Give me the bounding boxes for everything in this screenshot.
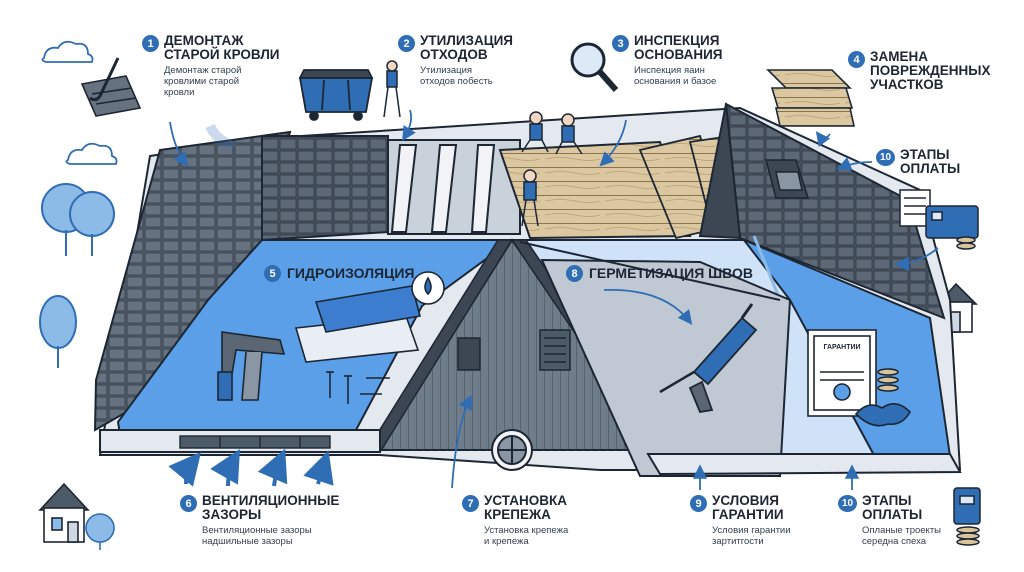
- worker-figure: [383, 60, 583, 227]
- membrane-sheet-icon: [294, 271, 445, 363]
- step-title: ИНСПЕКЦИЯ: [634, 33, 720, 48]
- step-number-badge: 4: [848, 51, 865, 68]
- step-title: ГАРАНТИИ: [712, 507, 784, 522]
- step-title: ОПЛАТЫ: [900, 161, 961, 176]
- step-number-badge: 8: [566, 265, 583, 282]
- step-title: ОСНОВАНИЯ: [634, 47, 723, 62]
- step-description: Установка крепежа: [484, 525, 569, 536]
- house-icon: [38, 482, 115, 550]
- step-title: ВЕНТИЛЯЦИОННЫЕ: [202, 493, 340, 508]
- tree-icon: [39, 183, 115, 368]
- step-10-upper-label: 10 ЭТАПЫ ОПЛАТЫ: [876, 148, 960, 176]
- step-title: УСТАНОВКА: [484, 493, 567, 508]
- step-title: ОПЛАТЫ: [862, 507, 923, 522]
- step-number-badge: 9: [690, 495, 707, 512]
- step-description: отходов побесть: [420, 76, 493, 87]
- step-description: Инспекция яаин: [634, 65, 705, 76]
- step-title: ЭТАПЫ: [862, 493, 912, 508]
- payment-icons: [899, 189, 979, 250]
- step-title: УТИЛИЗАЦИЯ: [420, 33, 513, 48]
- step-6-label: 6 ВЕНТИЛЯЦИОННЫЕ ЗАЗОРЫ Вентиляционные з…: [180, 494, 339, 547]
- step-number-badge: 10: [876, 149, 895, 166]
- magnifier-icon: [570, 42, 619, 92]
- step-number-badge: 3: [612, 35, 629, 52]
- step-10-lower-label: 10 ЭТАПЫ ОПЛАТЫ Опланые троекты середна …: [838, 494, 941, 547]
- step-7-label: 7 УСТАНОВКА КРЕПЕЖА Установка крепежа и …: [462, 494, 568, 547]
- pointer-arrows: [169, 109, 939, 490]
- step-description: Условия гарантии: [712, 525, 791, 536]
- step-2-label: 2 УТИЛИЗАЦИЯ ОТХОДОВ Утилизация отходов …: [398, 34, 513, 87]
- caulk-gun-icon: [659, 303, 758, 414]
- payment-icons: [953, 487, 981, 546]
- step-title: ЗАМЕНА: [870, 49, 928, 64]
- step-5-label: 5 ГИДРОИЗОЛЯЦИЯ: [264, 264, 414, 282]
- step-title: ГЕРМЕТИЗАЦИЯ ШВОВ: [589, 265, 753, 281]
- step-description: Утилизация: [420, 65, 473, 76]
- old-shingles-icon: [80, 57, 142, 117]
- step-title: ЗАЗОРЫ: [202, 507, 262, 522]
- step-description: надшильные зазоры: [202, 536, 293, 547]
- step-number-badge: 6: [180, 495, 197, 512]
- step-description: и крепежа: [484, 536, 529, 547]
- step-description: Демонтаж старой: [164, 65, 242, 76]
- step-title: ПОВРЕЖДЕННЫХ: [870, 63, 991, 78]
- step-title: КРЕПЕЖА: [484, 507, 551, 522]
- planks-icon: [766, 69, 855, 127]
- cloud-icon: [41, 40, 118, 165]
- step-title: ЭТАПЫ: [900, 147, 950, 162]
- attic-window: [491, 429, 533, 471]
- step-title: УСЛОВИЯ: [712, 493, 779, 508]
- dumpster-icon: [298, 69, 374, 121]
- airflow-arrows: [168, 448, 334, 487]
- step-9-label: 9 УСЛОВИЯ ГАРАНТИИ Условия гарантии зарт…: [690, 494, 791, 547]
- roof-vent: [764, 159, 810, 199]
- step-number-badge: 7: [462, 495, 479, 512]
- step-number-badge: 5: [264, 265, 281, 282]
- step-title: ДЕМОНТАЖ: [164, 33, 244, 48]
- step-1-label: 1 ДЕМОНТАЖ СТАРОЙ КРОВЛИ Демонтаж старой…: [142, 34, 280, 98]
- nail-gun-icon: [217, 331, 286, 401]
- step-title: УЧАСТКОВ: [870, 77, 944, 92]
- step-description: основания и базое: [634, 76, 717, 87]
- step-4-label: 4 ЗАМЕНА ПОВРЕЖДЕННЫХ УЧАСТКОВ: [848, 50, 991, 92]
- step-8-label: 8 ГЕРМЕТИЗАЦИЯ ШВОВ: [566, 264, 753, 282]
- step-description: Вентиляционные зазоры: [202, 525, 312, 536]
- step-description: кровли: [164, 87, 195, 98]
- gable-vent: [457, 329, 571, 371]
- step-description: середна спеха: [862, 536, 926, 547]
- nails-icon: [326, 371, 390, 404]
- step-number-badge: 10: [838, 495, 857, 512]
- step-title: ОТХОДОВ: [420, 47, 488, 62]
- step-title: СТАРОЙ КРОВЛИ: [164, 47, 280, 62]
- step-title: ГИДРОИЗОЛЯЦИЯ: [287, 265, 415, 281]
- step-description: кровлими старой: [164, 76, 240, 87]
- step-number-badge: 1: [142, 35, 159, 52]
- step-number-badge: 2: [398, 35, 415, 52]
- step-description: Опланые троекты: [862, 525, 942, 536]
- certificate-label: ГАРАНТИИ: [823, 344, 861, 351]
- step-description: зартитгости: [712, 536, 764, 547]
- certificate-icon: [807, 329, 911, 427]
- step-3-label: 3 ИНСПЕКЦИЯ ОСНОВАНИЯ Инспекция яаин осн…: [612, 34, 722, 87]
- soffit-vents: [179, 435, 331, 449]
